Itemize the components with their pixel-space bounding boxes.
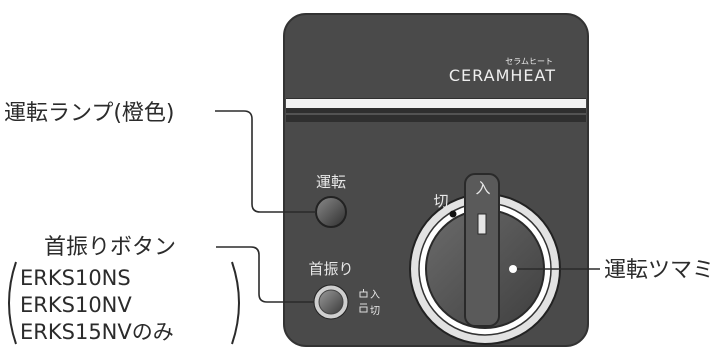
dial-off-dot xyxy=(449,210,457,218)
run-lamp-label: 運転 xyxy=(316,173,346,191)
swing-button-label: 首振り xyxy=(308,260,353,278)
dial-off-label: 切 xyxy=(433,192,448,210)
knob-grip[interactable] xyxy=(464,173,500,327)
swing-on-indicator xyxy=(359,289,368,298)
swing-off-indicator xyxy=(359,303,368,313)
brand-logo: CERAMHEAT xyxy=(449,66,556,85)
swing-button-callout: 首振りボタン xyxy=(44,235,176,260)
run-knob-callout: 運転ツマミ xyxy=(604,258,714,283)
model-item: ERKS10NS xyxy=(20,266,131,290)
dial-on-label: 入 xyxy=(475,179,490,197)
model-item: ERKS10NV xyxy=(20,293,132,317)
brand-small-kana: セラムヒート xyxy=(505,57,553,66)
swing-button-leader xyxy=(216,246,314,303)
run-lamp-leader xyxy=(215,110,316,213)
models-bracket-left xyxy=(8,261,17,345)
model-item: ERKS15NVのみ xyxy=(20,320,174,344)
trim-highlight xyxy=(286,99,586,108)
run-lamp xyxy=(315,196,347,228)
run-lamp-callout: 運転ランプ(橙色) xyxy=(4,101,175,126)
knob-pointer-window xyxy=(477,213,487,235)
models-bracket-right xyxy=(231,261,240,345)
swing-off-label: 切 xyxy=(370,305,380,317)
swing-button[interactable] xyxy=(318,289,344,315)
swing-on-label: 入 xyxy=(370,290,380,301)
run-knob-leader-dot xyxy=(509,265,517,273)
